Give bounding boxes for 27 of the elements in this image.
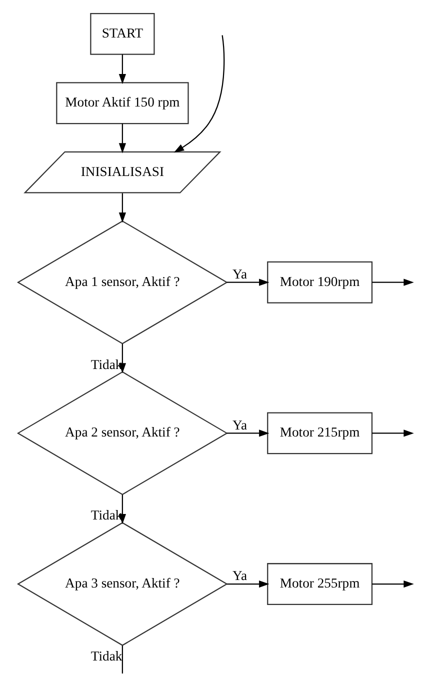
arrow [226, 429, 269, 436]
node-diamond: Apa 1 sensor, Aktif ? [16, 220, 228, 344]
arrow [372, 278, 414, 286]
arrow [226, 580, 269, 588]
node-box: Motor 255rpm [266, 562, 372, 605]
edge-label: Ya [232, 416, 247, 432]
node-diamond: Apa 3 sensor, Aktif ? [16, 522, 228, 646]
arrow [118, 123, 126, 153]
edge-label: Tidak [90, 507, 122, 522]
arrow [372, 429, 414, 436]
arrow [173, 34, 224, 152]
arrow [118, 343, 126, 373]
node-box: Motor 215rpm [266, 412, 372, 454]
arrow [118, 54, 126, 84]
edge-label: Ya [232, 568, 247, 583]
edge-label: Ya [232, 266, 247, 281]
arrow [372, 580, 414, 588]
arrow [118, 192, 126, 222]
node-diamond: Apa 2 sensor, Aktif ? [16, 370, 228, 495]
arrow [226, 278, 269, 286]
node-box: Motor Aktif 150 rpm [56, 82, 188, 124]
connector [121, 645, 123, 673]
edge-label: Tidak [90, 356, 122, 372]
edge-label: Tidak [90, 648, 122, 664]
node-box: START [90, 12, 154, 54]
arrow [118, 494, 126, 524]
node-box: Motor 190rpm [266, 260, 372, 303]
